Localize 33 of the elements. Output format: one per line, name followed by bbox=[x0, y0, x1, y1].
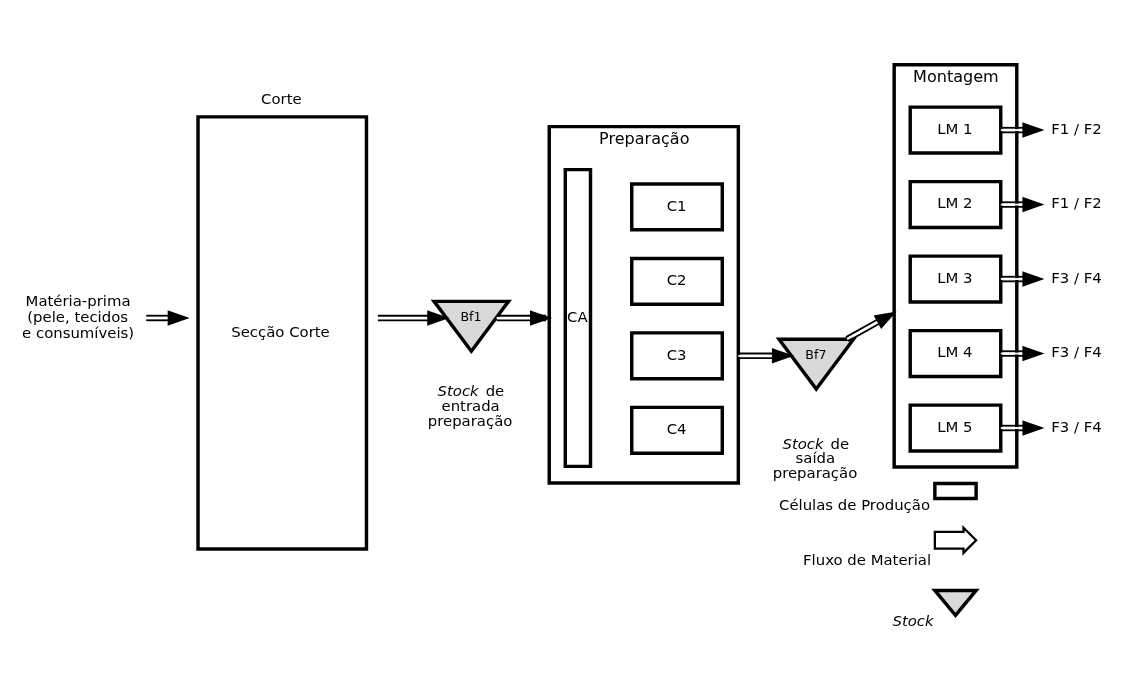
node-box: C3 bbox=[630, 330, 724, 380]
node-text: F3 / F4 bbox=[1051, 417, 1102, 436]
arrow bbox=[145, 309, 190, 326]
arrow bbox=[999, 345, 1045, 361]
node-text: F1 / F2 bbox=[1051, 119, 1102, 138]
node-box: LM 5 bbox=[908, 402, 1003, 453]
arrow bbox=[845, 310, 897, 342]
node-text: F3 / F4 bbox=[1051, 342, 1102, 361]
node-box: C4 bbox=[630, 405, 724, 455]
arrow bbox=[999, 270, 1045, 287]
node-box: LM 4 bbox=[908, 328, 1003, 378]
node-text: Matéria-prima (pele, tecidos e consumíveis) bbox=[22, 291, 135, 342]
node-box: C1 bbox=[630, 181, 724, 231]
node-label: Corte bbox=[261, 89, 302, 108]
legend-label: Fluxo de Material bbox=[803, 550, 932, 569]
node-text: F1 / F2 bbox=[1051, 193, 1102, 212]
node-box: CA bbox=[563, 167, 593, 468]
node-label: Stock de entrada preparação bbox=[427, 381, 513, 430]
node-label: Stock de saída preparação bbox=[772, 434, 858, 482]
node-box: LM 3 bbox=[908, 253, 1003, 304]
node-box: LM 2 bbox=[908, 179, 1003, 229]
legend-label: Stock bbox=[892, 611, 934, 630]
legend-label: Células de Produção bbox=[779, 495, 931, 514]
arrow bbox=[495, 309, 553, 326]
arrow bbox=[737, 347, 794, 364]
arrow bbox=[999, 419, 1045, 436]
node-box: LM 1 bbox=[908, 104, 1003, 155]
arrow bbox=[376, 309, 450, 326]
node-box: C2 bbox=[630, 256, 724, 306]
arrow bbox=[999, 196, 1045, 212]
arrow bbox=[999, 121, 1045, 138]
node-box: Secção Corte bbox=[196, 114, 369, 551]
node-text: F3 / F4 bbox=[1051, 268, 1102, 287]
